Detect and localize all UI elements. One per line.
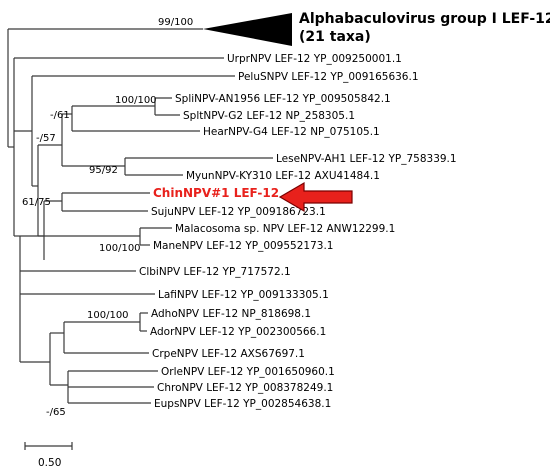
leaf-chro: ChroNPV LEF-12 YP_008378249.1: [157, 382, 333, 394]
leaf-myun: MyunNPV-KY310 LEF-12 AXU41484.1: [186, 170, 380, 182]
leaf-eups: EupsNPV LEF-12 YP_002854638.1: [154, 398, 331, 410]
leaf-lafi: LafiNPV LEF-12 YP_009133305.1: [158, 289, 329, 301]
leaf-clbi: ClbiNPV LEF-12 YP_717572.1: [139, 266, 291, 278]
support-collapsed-group: 99/100: [158, 17, 193, 28]
support-lese-myun: 95/92: [89, 165, 118, 176]
support-mala-mane: 100/100: [99, 243, 141, 254]
leaf-suju: SujuNPV LEF-12 YP_009186723.1: [151, 206, 326, 218]
leaf-mane: ManeNPV LEF-12 YP_009552173.1: [153, 240, 333, 252]
leaf-lese: LeseNPV-AH1 LEF-12 YP_758339.1: [276, 153, 457, 165]
leaf-adho: AdhoNPV LEF-12 NP_818698.1: [151, 308, 311, 320]
highlight-arrow-icon: [278, 181, 353, 213]
leaf-splt: SpltNPV-G2 LEF-12 NP_258305.1: [183, 110, 355, 122]
leaf-spli: SpliNPV-AN1956 LEF-12 YP_009505842.1: [175, 93, 391, 105]
leaf-chin: ChinNPV#1 LEF-12: [153, 186, 279, 200]
support-spli-hear: -/61: [50, 110, 70, 121]
leaf-malacosoma: Malacosoma sp. NPV LEF-12 ANW12299.1: [175, 223, 395, 235]
leaf-hear: HearNPV-G4 LEF-12 NP_075105.1: [203, 126, 380, 138]
leaf-crpe: CrpeNPV LEF-12 AXS67697.1: [152, 348, 305, 360]
support-lower-clade: 61/75: [22, 197, 51, 208]
support-adho-ador: 100/100: [87, 310, 129, 321]
scale-bar-label: 0.50: [38, 457, 61, 469]
collapsed-group-label-line2: (21 taxa): [299, 29, 371, 45]
leaf-ador: AdorNPV LEF-12 YP_002300566.1: [150, 326, 326, 338]
collapsed-group-label-line1: Alphabaculovirus group I LEF-12: [299, 11, 550, 27]
support-orle-eups: -/65: [46, 407, 66, 418]
support-spli-splt: 100/100: [115, 95, 157, 106]
leaf-orle: OrleNPV LEF-12 YP_001650960.1: [161, 366, 335, 378]
leaf-pelu: PeluSNPV LEF-12 YP_009165636.1: [238, 71, 419, 83]
leaf-urpr: UrprNPV LEF-12 YP_009250001.1: [227, 53, 402, 65]
support-upper-clade: -/57: [36, 133, 56, 144]
collapsed-group-triangle: [203, 13, 292, 46]
